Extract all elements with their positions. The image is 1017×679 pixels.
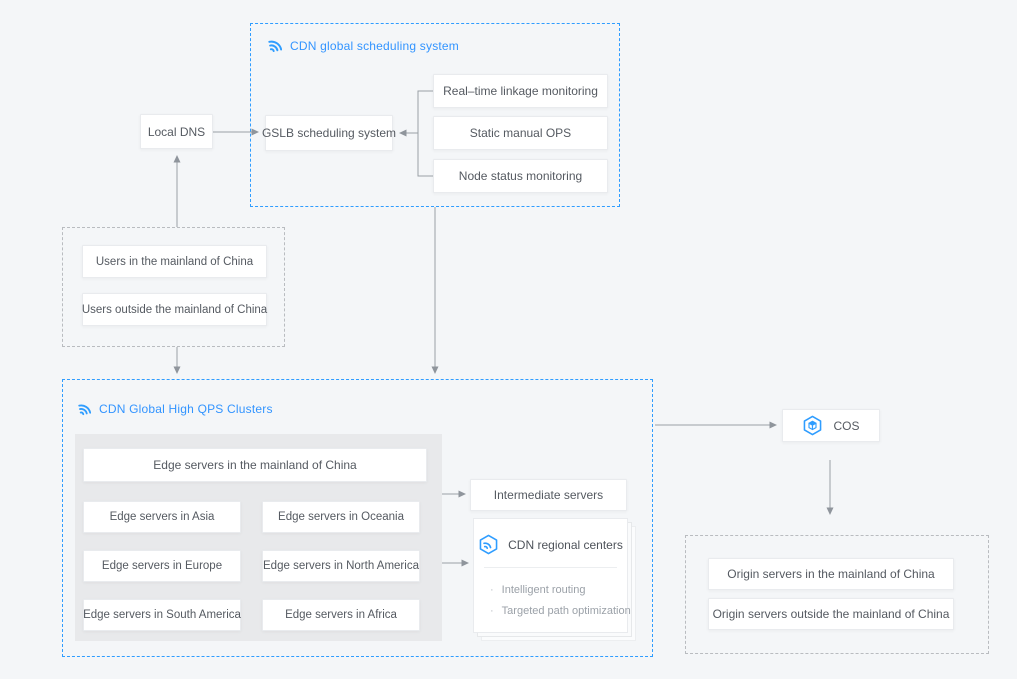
clusters-group-title-text: CDN Global High QPS Clusters	[99, 402, 273, 416]
origin-mainland-label: Origin servers in the mainland of China	[727, 567, 935, 581]
edge-europe-label: Edge servers in Europe	[101, 560, 223, 572]
users-mainland-box: Users in the mainland of China	[82, 245, 267, 278]
edge-south-america-label: Edge servers in South America	[83, 609, 241, 621]
cdn-waves-icon	[268, 40, 282, 53]
origin-outside-label: Origin servers outside the mainland of C…	[712, 607, 950, 621]
monitor-node-status-label: Node status monitoring	[458, 169, 583, 183]
clusters-group-container	[62, 379, 653, 657]
clusters-group-title: CDN Global High QPS Clusters	[78, 402, 273, 416]
origin-group-container	[685, 535, 989, 654]
gslb-label: GSLB scheduling system	[261, 126, 397, 140]
edge-asia-box: Edge servers in Asia	[83, 501, 241, 533]
intermediate-servers-box: Intermediate servers	[470, 479, 627, 511]
edge-africa-label: Edge servers in Africa	[285, 609, 397, 621]
edge-europe-box: Edge servers in Europe	[83, 550, 241, 582]
local-dns-box: Local DNS	[140, 114, 213, 149]
edge-north-america-label: Edge servers in North America	[263, 560, 419, 572]
regional-centers-card: CDN regional centers Intelligent routing…	[473, 518, 631, 633]
edge-north-america-box: Edge servers in North America	[262, 550, 420, 582]
cdn-hexagon-icon	[479, 534, 498, 555]
cdn-waves-icon	[78, 404, 91, 415]
cos-label: COS	[833, 418, 860, 433]
regional-centers-header: CDN regional centers	[474, 534, 627, 555]
origin-mainland-box: Origin servers in the mainland of China	[708, 558, 954, 590]
local-dns-label: Local DNS	[147, 124, 206, 139]
scheduling-group-title: CDN global scheduling system	[268, 39, 459, 53]
users-outside-box: Users outside the mainland of China	[82, 293, 267, 326]
regional-centers-feature-list: Intelligent routing Targeted path optimi…	[474, 580, 631, 622]
feature-targeted-path: Targeted path optimization	[490, 601, 631, 622]
edge-mainland-label: Edge servers in the mainland of China	[153, 458, 357, 472]
edge-africa-box: Edge servers in Africa	[262, 599, 420, 631]
cos-box: COS	[782, 409, 880, 442]
scheduling-group-container	[250, 23, 620, 207]
intermediate-servers-label: Intermediate servers	[493, 488, 604, 502]
users-mainland-label: Users in the mainland of China	[95, 255, 254, 268]
edge-asia-label: Edge servers in Asia	[109, 511, 215, 523]
edge-mainland-box: Edge servers in the mainland of China	[83, 448, 427, 482]
monitor-static-ops-label: Static manual OPS	[469, 126, 572, 140]
monitor-realtime-label: Real–time linkage monitoring	[443, 84, 598, 98]
gslb-box: GSLB scheduling system	[261, 115, 397, 151]
feature-intelligent-routing: Intelligent routing	[490, 580, 627, 601]
users-outside-label: Users outside the mainland of China	[81, 303, 268, 316]
cos-hexagon-cube-icon	[804, 415, 822, 436]
regional-centers-divider	[484, 567, 617, 568]
regional-centers-title: CDN regional centers	[508, 537, 623, 552]
edge-oceania-label: Edge servers in Oceania	[278, 511, 404, 523]
edge-south-america-box: Edge servers in South America	[83, 599, 241, 631]
edge-oceania-box: Edge servers in Oceania	[262, 501, 420, 533]
scheduling-group-title-text: CDN global scheduling system	[290, 39, 460, 53]
cos-inner: COS	[802, 415, 860, 436]
origin-outside-box: Origin servers outside the mainland of C…	[708, 598, 954, 630]
monitor-box-node-status: Node status monitoring	[433, 159, 608, 193]
users-group-container	[62, 227, 285, 347]
monitor-box-static-ops: Static manual OPS	[433, 116, 608, 150]
monitor-box-realtime: Real–time linkage monitoring	[433, 74, 608, 108]
